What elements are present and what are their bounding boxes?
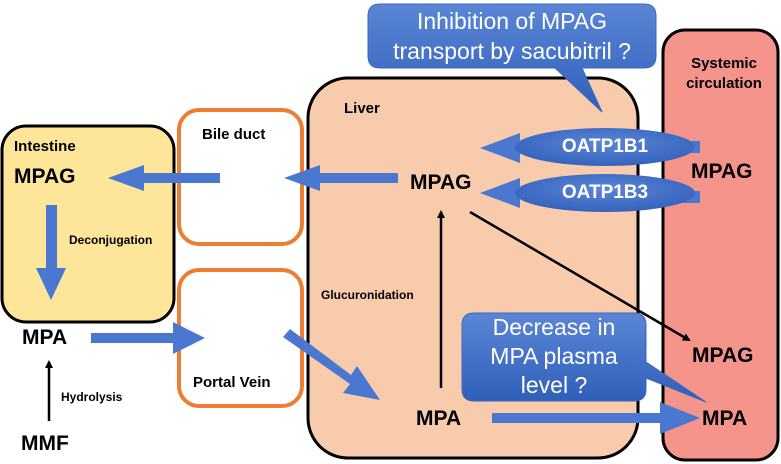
intestine-mpag: MPAG — [14, 165, 76, 188]
oatp1b3-label: OATP1B3 — [561, 182, 649, 203]
arrow-liver-to-bileduct — [284, 165, 398, 191]
callout-decrease-text: Decrease in MPA plasma level ? — [462, 313, 646, 400]
systemic-circulation-label: Systemic circulation — [686, 55, 762, 92]
liver-mpa: MPA — [416, 407, 462, 430]
arrow-portal-to-liver — [283, 329, 380, 400]
intestine-mpa: MPA — [22, 326, 68, 349]
intestine-label: Intestine — [14, 138, 76, 155]
intestine-box — [0, 124, 176, 324]
arrow-mpa-to-portal — [91, 322, 205, 354]
oatp1b3-transporter — [480, 174, 700, 212]
systemic-mpag-bottom: MPAG — [692, 344, 754, 367]
arrow-liver-mpag-to-systemic — [469, 210, 691, 342]
callout-inhibition-line1: Inhibition of MPAG — [416, 8, 608, 34]
liver-label: Liver — [344, 100, 380, 117]
oatp1b1-label: OATP1B1 — [561, 136, 649, 157]
arrow-liver-mpa-to-systemic — [492, 402, 700, 434]
systemic-mpa: MPA — [702, 407, 748, 430]
callout-inhibition — [367, 3, 657, 113]
callout-decrease-line2: MPA plasma — [490, 343, 618, 369]
oatp1b1-transporter — [480, 128, 700, 166]
glucuronidation-label: Glucuronidation — [321, 288, 414, 302]
bile-duct-label: Bile duct — [202, 126, 266, 143]
deconjugation-label: Deconjugation — [69, 233, 153, 247]
systemic-mpag-top: MPAG — [691, 160, 753, 183]
hydrolysis-label: Hydrolysis — [61, 390, 123, 404]
systemic-box — [661, 28, 780, 462]
callout-decrease-line1: Decrease in — [492, 314, 616, 340]
callout-inhibition-line2: transport by sacubitril ? — [393, 38, 631, 64]
callout-inhibition-text: Inhibition of MPAG transport by sacubitr… — [368, 6, 656, 66]
portal-vein-label: Portal Vein — [193, 374, 271, 391]
callout-decrease — [461, 312, 707, 403]
mmf: MMF — [21, 432, 69, 455]
arrow-deconjugation — [36, 205, 66, 300]
liver-mpag: MPAG — [410, 171, 472, 194]
callout-decrease-line3: level ? — [520, 372, 588, 398]
arrow-bileduct-to-intestine — [108, 165, 220, 191]
